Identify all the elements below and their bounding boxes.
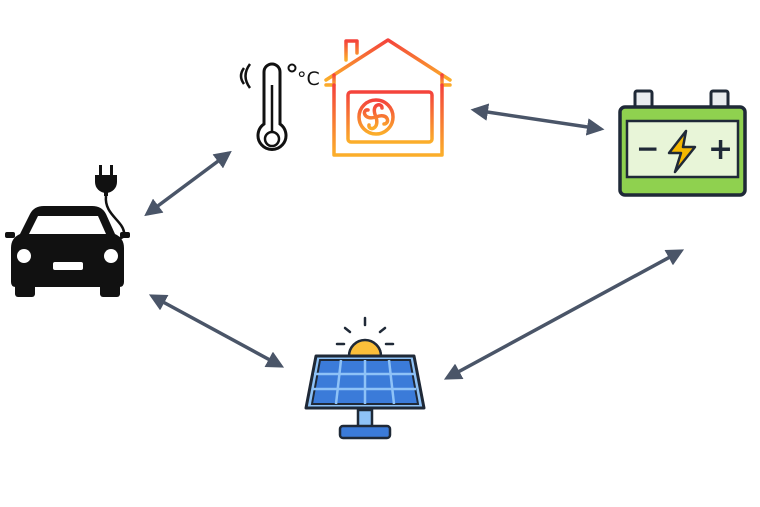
unit-label: °C (297, 68, 320, 90)
arrow-ev-heatpump (144, 150, 232, 217)
minus-terminal-label: − (636, 132, 659, 165)
arrow-heatpump-battery (470, 103, 605, 136)
heat-pump-house-icon (324, 38, 452, 162)
battery-icon: − + (618, 89, 747, 197)
plug-icon (95, 165, 117, 196)
edges (144, 103, 685, 380)
thermometer-icon: °C (239, 62, 320, 151)
plus-terminal-label: + (708, 132, 733, 167)
arrow-ev-solar (148, 294, 285, 368)
sun-icon (335, 316, 395, 346)
electric-car-icon (5, 165, 130, 297)
solar-panel-icon (304, 316, 426, 440)
bolt-icon (667, 129, 697, 174)
arrow-solar-battery (443, 249, 685, 380)
